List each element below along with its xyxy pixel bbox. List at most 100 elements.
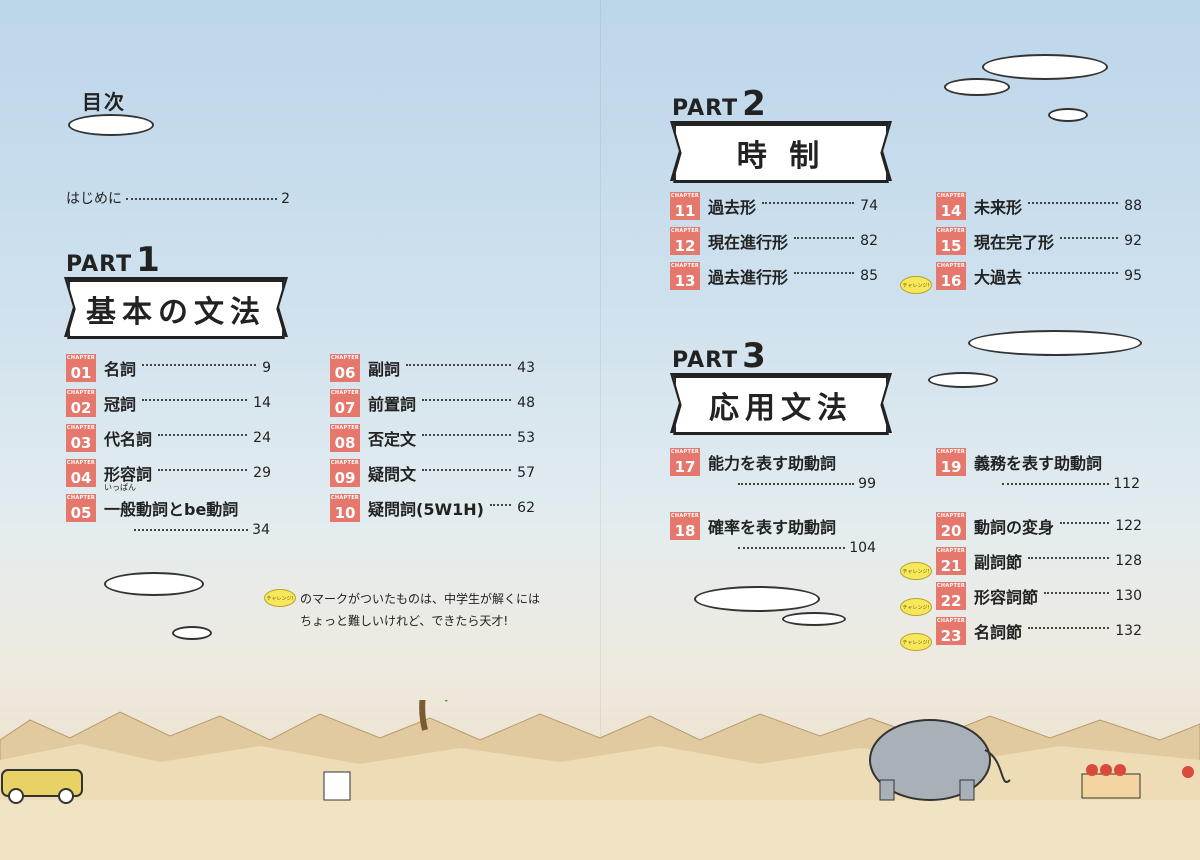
cloud — [968, 330, 1142, 356]
cloud — [782, 612, 846, 626]
chapter-number-box: CHAPTER 07 — [330, 389, 360, 417]
chapter-number: 23 — [940, 627, 962, 645]
chapter-page: 82 — [860, 233, 878, 249]
leader-dots — [1060, 237, 1119, 239]
chapter-number: 01 — [70, 364, 92, 382]
page-fold — [600, 0, 601, 860]
chapter-title: 冠詞 — [104, 395, 137, 414]
chapter-number: 17 — [674, 458, 696, 476]
chapter-page: 53 — [517, 430, 535, 446]
part-word: PART — [66, 252, 133, 277]
cloud — [694, 586, 820, 612]
challenge-note: のマークがついたものは、中学生が解くには ちょっと難しいけれど、できたら天才! — [300, 588, 540, 632]
chapter-title: 動詞の変身 — [974, 518, 1055, 537]
chapter-title: 過去形 — [708, 198, 757, 217]
cloud — [1048, 108, 1088, 122]
chapter-page: 99 — [858, 476, 876, 492]
part-2-banner: 時 制 — [673, 123, 889, 183]
chapter-title: 副詞 — [368, 360, 401, 379]
part-number: 1 — [136, 240, 161, 280]
chapter-tag: CHAPTER — [936, 193, 966, 199]
leader-dots — [126, 198, 278, 200]
chapter-page: 130 — [1115, 588, 1142, 604]
chapter-tag: CHAPTER — [936, 449, 966, 455]
cloud — [68, 114, 154, 136]
leader-dots — [1028, 202, 1119, 204]
chapter-title: 未来形 — [974, 198, 1023, 217]
chapter-number: 16 — [940, 272, 962, 290]
chapter-number: 22 — [940, 592, 962, 610]
chapter-page: 112 — [1113, 476, 1140, 492]
chapter-number: 07 — [334, 399, 356, 417]
part-word: PART — [672, 348, 739, 373]
leader-dots — [1028, 557, 1110, 559]
leader-dots — [422, 399, 512, 401]
leader-dots — [1002, 483, 1110, 485]
chapter-tag: CHAPTER — [66, 355, 96, 361]
chapter-page: 29 — [253, 465, 271, 481]
chapter-title: 前置詞 — [368, 395, 417, 414]
chapter-title: 否定文 — [368, 430, 417, 449]
desert-illustration — [0, 700, 1200, 860]
chapter-title: 現在完了形 — [974, 233, 1055, 252]
chapter-tag: CHAPTER — [670, 228, 700, 234]
leader-dots — [422, 434, 512, 436]
chapter-page: 92 — [1124, 233, 1142, 249]
chapter-tag: CHAPTER — [936, 513, 966, 519]
chapter-title: 大過去 — [974, 268, 1023, 287]
cloud — [944, 78, 1010, 96]
chapter-page: 34 — [252, 522, 270, 538]
chapter-number: 15 — [940, 237, 962, 255]
leader-dots — [158, 469, 248, 471]
chapter-tag: CHAPTER — [330, 355, 360, 361]
intro-entry[interactable]: はじめに 2 — [66, 188, 290, 208]
chapter-page: 9 — [262, 360, 271, 376]
chapter-title: 一般動詞とbe動詞 — [104, 500, 239, 519]
cloud — [982, 54, 1108, 80]
challenge-badge-icon: チャレンジ! — [900, 598, 932, 616]
chapter-tag: CHAPTER — [66, 390, 96, 396]
chapter-tag: CHAPTER — [670, 513, 700, 519]
chapter-page: 128 — [1115, 553, 1142, 569]
chapter-tag: CHAPTER — [330, 390, 360, 396]
cloud — [172, 626, 212, 640]
chapter-title: 形容詞 — [104, 465, 153, 484]
chapter-number: 05 — [70, 504, 92, 522]
leader-dots — [158, 434, 248, 436]
part-word: PART — [672, 96, 739, 121]
chapter-tag: CHAPTER — [66, 425, 96, 431]
